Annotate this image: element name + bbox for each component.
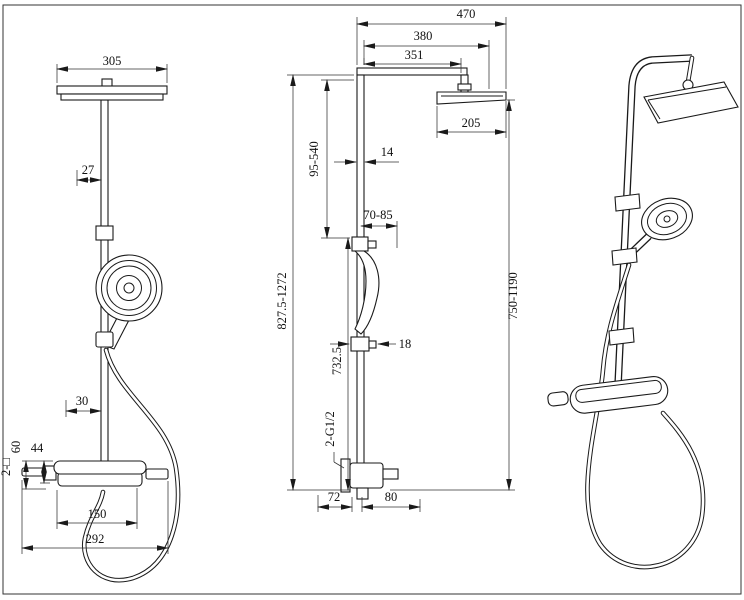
- sheet-border: [2, 4, 742, 595]
- dim-470-label: 470: [457, 7, 476, 21]
- dim-351: 351: [363, 48, 462, 73]
- side-top-arm: [356, 67, 468, 76]
- iso-lower-slider: [608, 327, 635, 346]
- dim-30: 30: [65, 394, 102, 417]
- iso-view: [547, 54, 739, 570]
- dim-72: 72: [317, 490, 353, 512]
- dim-827-1272-label: 827.5-1272: [275, 272, 289, 329]
- side-head-nut: [457, 83, 472, 91]
- iso-hose: [585, 262, 706, 570]
- front-handle-lever: [21, 467, 47, 477]
- dim-750-1190: 750-1190: [390, 99, 520, 491]
- dim-351-label: 351: [405, 48, 424, 62]
- side-shower-head: [436, 91, 507, 105]
- front-slider-bracket: [95, 225, 114, 241]
- side-slider-lock: [350, 336, 377, 352]
- dim-60-label: 60: [9, 441, 23, 454]
- side-view: 470 380 351 205 95-540: [275, 7, 520, 512]
- note-2-g12: 2-G1/2: [323, 411, 345, 469]
- front-spout: [145, 468, 169, 480]
- side-riser-pipe: [356, 74, 365, 491]
- side-hand-shower-wand: [353, 250, 380, 335]
- dim-380: 380: [363, 29, 490, 89]
- dim-30-label: 30: [76, 394, 89, 408]
- dim-70-85-label: 70-85: [363, 208, 392, 222]
- iso-valve-shelf: [547, 376, 669, 414]
- dim-27: 27: [76, 163, 102, 186]
- iso-upper-slider: [614, 193, 641, 212]
- dim-18-label: 18: [399, 337, 412, 351]
- side-spout: [382, 468, 399, 480]
- dim-150-label: 150: [88, 507, 107, 521]
- dim-305: 305: [56, 54, 168, 83]
- front-shelf: [21, 460, 169, 487]
- dim-95-540-label: 95-540: [307, 141, 321, 176]
- dim-44-label: 44: [31, 441, 44, 455]
- dim-14: 14: [334, 145, 399, 165]
- iso-hand-shower: [611, 197, 693, 266]
- front-hand-shower-holder: [95, 331, 114, 348]
- dim-305-label: 305: [103, 54, 122, 68]
- side-hand-shower: [351, 236, 380, 335]
- dim-72-label: 72: [328, 490, 341, 504]
- iso-head-joint: [682, 55, 695, 91]
- dim-80-label: 80: [385, 490, 398, 504]
- dim-95-540: 95-540: [307, 79, 354, 239]
- dim-70-85: 70-85: [360, 208, 398, 248]
- side-wall-flange: [340, 458, 351, 493]
- front-shower-head: [56, 78, 168, 101]
- dim-80: 80: [361, 490, 421, 512]
- front-hose: [81, 347, 181, 583]
- note-2-g12-label: 2-G1/2: [323, 411, 337, 446]
- dim-14-label: 14: [381, 145, 394, 159]
- iso-hand-shower-holder: [611, 247, 638, 266]
- dim-380-label: 380: [414, 29, 433, 43]
- dim-732: 732.5: [330, 237, 351, 491]
- front-hand-shower: [95, 254, 163, 350]
- dim-60: 60: [9, 441, 46, 490]
- note-2sq-label: 2-□: [0, 458, 13, 476]
- dim-150: 150: [56, 488, 138, 529]
- iso-riser-pipe: [614, 54, 693, 387]
- side-outlet: [356, 487, 369, 500]
- front-view: 305 27 30 44 60 2-□: [0, 54, 181, 583]
- dim-470: 470: [356, 7, 507, 89]
- iso-valve-handle: [547, 391, 569, 407]
- dim-27-label: 27: [82, 163, 95, 177]
- dim-750-1190-label: 750-1190: [506, 272, 520, 319]
- dim-292: 292: [21, 480, 169, 554]
- dim-205-label: 205: [462, 116, 481, 130]
- dim-292-label: 292: [86, 532, 105, 546]
- dim-732-label: 732.5: [330, 347, 344, 375]
- dim-44: 44: [22, 441, 53, 484]
- iso-shower-head: [643, 81, 739, 124]
- dim-18: 18: [330, 337, 411, 351]
- dim-205: 205: [436, 101, 507, 138]
- dim-827-1272: 827.5-1272: [275, 74, 354, 491]
